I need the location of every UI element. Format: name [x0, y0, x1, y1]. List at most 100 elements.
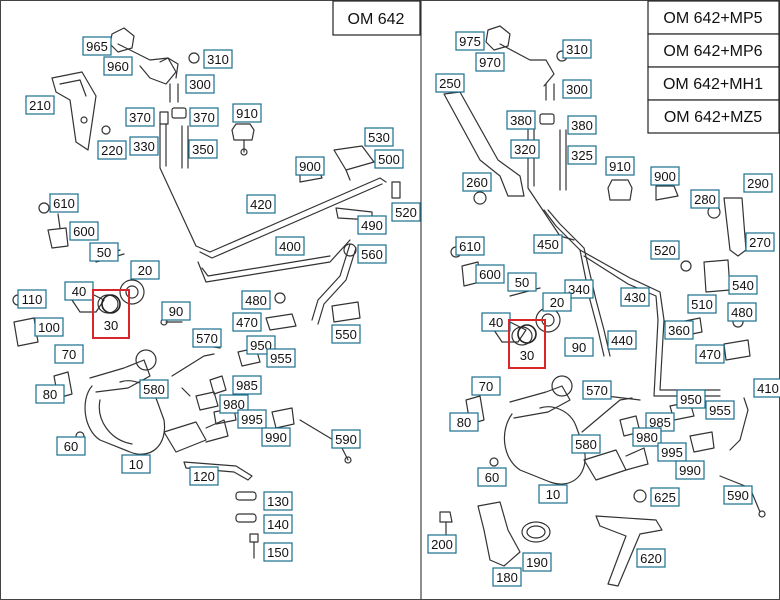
- callout-box: [562, 39, 592, 59]
- callout-box: [636, 548, 666, 568]
- callout-box: [266, 348, 296, 368]
- callout-box: [232, 312, 262, 332]
- callout-box: [475, 52, 505, 72]
- callout-955: 955: [266, 348, 296, 368]
- callout-box: [650, 240, 680, 260]
- callout-box: [427, 534, 457, 554]
- callout-label: 590: [335, 432, 357, 447]
- callout-325: 325: [567, 145, 597, 165]
- callout-box: [357, 215, 387, 235]
- callout-label: 140: [267, 517, 289, 532]
- callout-box: [161, 301, 191, 321]
- callout-label: 380: [571, 118, 593, 133]
- callout-625: 625: [650, 487, 680, 507]
- callout-370: 370: [189, 107, 219, 127]
- callout-480: 480: [727, 302, 757, 322]
- callout-965: 965: [82, 36, 112, 56]
- callout-box: [331, 324, 361, 344]
- callout-box: [246, 194, 276, 214]
- callout-box: [97, 140, 127, 160]
- callout-box: [121, 454, 151, 474]
- callout-box: [130, 260, 160, 280]
- callout-label: 90: [169, 304, 183, 319]
- callout-310: 310: [562, 39, 592, 59]
- callout-box: [192, 328, 222, 348]
- callout-box: [89, 242, 119, 262]
- callout-300: 300: [185, 74, 215, 94]
- callout-360: 360: [664, 320, 694, 340]
- callout-50: 50: [507, 272, 537, 292]
- callout-label: 550: [335, 327, 357, 342]
- callout-60: 60: [56, 436, 86, 456]
- callout-530: 530: [364, 127, 394, 147]
- callout-box: [261, 427, 291, 447]
- callout-box: [620, 287, 650, 307]
- callout-label: 30: [520, 348, 534, 363]
- callout-590: 590: [331, 429, 361, 449]
- callout-470: 470: [695, 344, 725, 364]
- callout-510: 510: [687, 294, 717, 314]
- left-header-text: OM 642: [348, 11, 405, 28]
- callout-box: [232, 103, 262, 123]
- callout-label: 990: [679, 463, 701, 478]
- callout-box: [203, 49, 233, 69]
- callout-label: 490: [361, 218, 383, 233]
- callout-950: 950: [676, 389, 706, 409]
- callout-10: 10: [121, 454, 151, 474]
- callout-900: 900: [295, 156, 325, 176]
- callout-box: [35, 384, 65, 404]
- callout-box: [564, 337, 594, 357]
- callout-label: 960: [107, 59, 129, 74]
- callout-220: 220: [97, 140, 127, 160]
- callout-label: 985: [649, 415, 671, 430]
- callout-box: [82, 36, 112, 56]
- callout-600: 600: [69, 221, 99, 241]
- callout-80: 80: [449, 412, 479, 432]
- callout-box: [471, 376, 501, 396]
- callout-box: [17, 289, 47, 309]
- callout-980: 980: [632, 427, 662, 447]
- callout-990: 990: [675, 460, 705, 480]
- callout-box: [728, 275, 758, 295]
- callout-label: 985: [236, 378, 258, 393]
- callout-box: [263, 491, 293, 511]
- callout-label: 220: [101, 143, 123, 158]
- callout-box: [506, 110, 536, 130]
- callout-290: 290: [743, 173, 773, 193]
- callout-110: 110: [17, 289, 47, 309]
- callout-label: 290: [747, 176, 769, 191]
- callout-box: [582, 380, 612, 400]
- gasket-ring-icon: [517, 324, 537, 344]
- callout-270: 270: [745, 232, 775, 252]
- callout-label: 60: [64, 439, 78, 454]
- callout-label: 900: [654, 169, 676, 184]
- callout-450: 450: [533, 234, 563, 254]
- callout-label: 370: [193, 110, 215, 125]
- callout-label: 955: [709, 403, 731, 418]
- highlight-box: [92, 289, 130, 339]
- callout-box: [364, 127, 394, 147]
- callout-box: [705, 400, 735, 420]
- callout-label: 980: [223, 397, 245, 412]
- callout-label: 990: [265, 430, 287, 445]
- callout-box: [542, 292, 572, 312]
- callout-70: 70: [471, 376, 501, 396]
- callout-box: [650, 487, 680, 507]
- callout-box: [449, 412, 479, 432]
- callout-box: [25, 95, 55, 115]
- callout-label: 80: [43, 387, 57, 402]
- callout-200: 200: [427, 534, 457, 554]
- callout-label: 210: [29, 98, 51, 113]
- callout-box: [455, 236, 485, 256]
- callout-190: 190: [522, 552, 552, 572]
- callout-box: [357, 244, 387, 264]
- callout-900: 900: [650, 166, 680, 186]
- callout-label: 70: [62, 347, 76, 362]
- callout-210: 210: [25, 95, 55, 115]
- callout-label: 340: [568, 282, 590, 297]
- callout-620: 620: [636, 548, 666, 568]
- callout-box: [331, 429, 361, 449]
- callout-440: 440: [607, 330, 637, 350]
- callout-box: [522, 552, 552, 572]
- callout-600: 600: [475, 264, 505, 284]
